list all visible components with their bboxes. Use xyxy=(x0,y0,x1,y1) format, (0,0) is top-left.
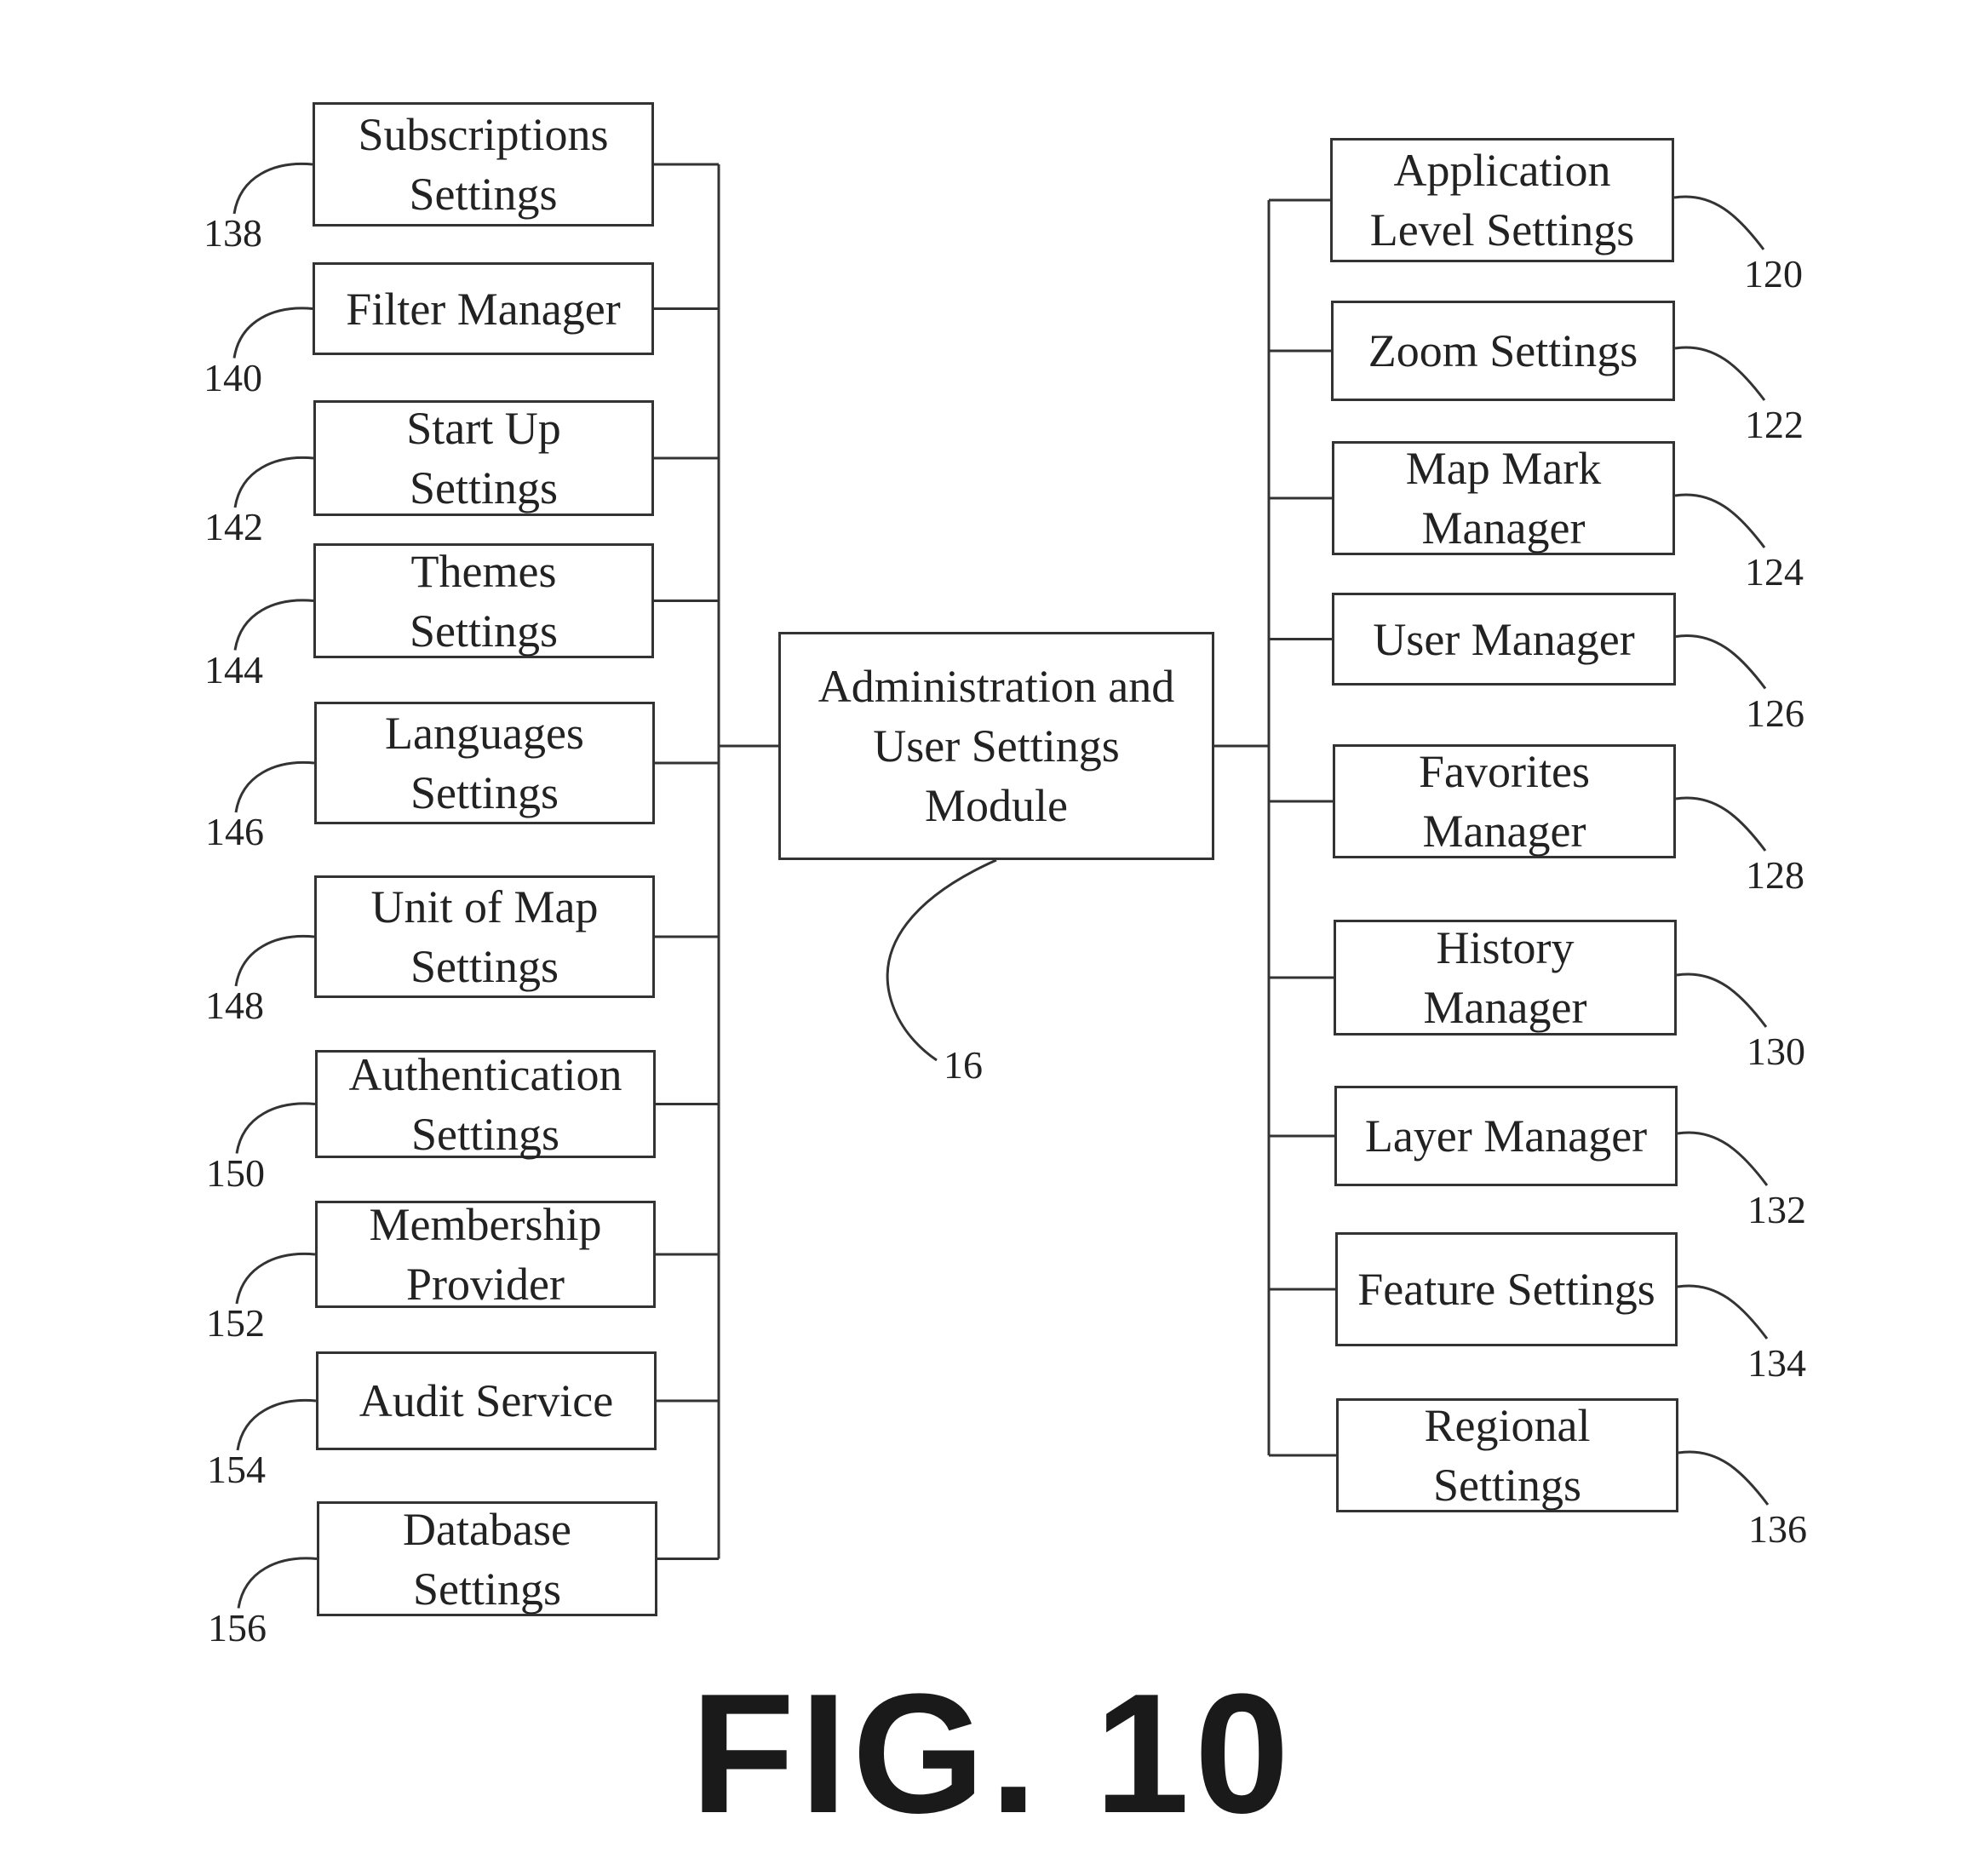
box-label-line: Settings xyxy=(410,458,558,518)
right-ref-leader-130 xyxy=(1677,974,1766,1027)
ref-number-16: 16 xyxy=(944,1046,983,1085)
ref-number-152: 152 xyxy=(206,1304,265,1343)
right-ref-leader-122 xyxy=(1675,347,1764,400)
ref-number-140: 140 xyxy=(204,359,262,398)
right-box-120: ApplicationLevel Settings xyxy=(1330,138,1674,262)
box-label-line: Settings xyxy=(410,763,559,823)
right-box-136: RegionalSettings xyxy=(1336,1398,1678,1512)
right-box-126: User Manager xyxy=(1332,593,1676,686)
left-box-142: Start UpSettings xyxy=(313,400,654,516)
figure-caption: FIG. 10 xyxy=(0,1669,1985,1839)
left-ref-leader-152 xyxy=(237,1254,315,1304)
box-label-line: Manager xyxy=(1424,978,1587,1037)
ref-number-148: 148 xyxy=(205,986,264,1025)
box-label-line: User Manager xyxy=(1373,610,1634,669)
ref-number-126: 126 xyxy=(1746,694,1804,733)
center-module-box: Administration andUser SettingsModule xyxy=(778,632,1214,860)
ref-number-132: 132 xyxy=(1747,1190,1806,1230)
left-box-150: AuthenticationSettings xyxy=(315,1050,656,1158)
ref-number-156: 156 xyxy=(208,1609,267,1648)
box-label-line: Provider xyxy=(406,1254,565,1314)
right-ref-leader-120 xyxy=(1674,197,1764,250)
ref-number-134: 134 xyxy=(1747,1344,1806,1383)
box-label-line: Settings xyxy=(410,937,559,996)
box-label-line: Administration and xyxy=(818,657,1174,716)
ref-number-122: 122 xyxy=(1745,405,1804,445)
box-label-line: Feature Settings xyxy=(1357,1259,1655,1319)
ref-number-146: 146 xyxy=(205,812,264,852)
center-ref-leader xyxy=(887,860,996,1060)
box-label-line: Audit Service xyxy=(359,1371,613,1431)
box-label-line: Membership xyxy=(370,1195,602,1254)
left-ref-leader-140 xyxy=(234,308,313,359)
box-label-line: Manager xyxy=(1422,498,1586,558)
ref-number-130: 130 xyxy=(1747,1032,1805,1071)
right-ref-leader-126 xyxy=(1676,635,1765,688)
box-label-line: Filter Manager xyxy=(346,279,620,339)
ref-number-128: 128 xyxy=(1746,856,1804,895)
right-ref-leader-128 xyxy=(1676,798,1765,851)
box-label-line: Settings xyxy=(409,164,557,224)
right-box-128: FavoritesManager xyxy=(1333,744,1676,858)
left-ref-leader-150 xyxy=(237,1104,315,1154)
box-label-line: Settings xyxy=(1433,1455,1581,1515)
box-label-line: Module xyxy=(925,776,1068,835)
right-ref-leader-134 xyxy=(1678,1286,1767,1339)
box-label-line: Favorites xyxy=(1419,742,1590,801)
left-box-146: LanguagesSettings xyxy=(314,702,655,824)
box-label-line: Manager xyxy=(1423,801,1586,861)
right-ref-leader-132 xyxy=(1678,1133,1767,1185)
left-ref-leader-154 xyxy=(238,1400,316,1450)
box-label-line: History xyxy=(1437,918,1575,978)
box-label-line: Database xyxy=(403,1500,571,1559)
right-box-124: Map MarkManager xyxy=(1332,441,1675,555)
box-label-line: Subscriptions xyxy=(358,105,608,164)
right-ref-leader-136 xyxy=(1678,1452,1768,1505)
right-box-134: Feature Settings xyxy=(1335,1232,1678,1346)
ref-number-154: 154 xyxy=(207,1450,266,1489)
box-label-line: Settings xyxy=(410,601,558,661)
left-box-154: Audit Service xyxy=(316,1351,657,1450)
box-label-line: Layer Manager xyxy=(1365,1106,1647,1166)
left-ref-leader-142 xyxy=(235,457,313,508)
box-label-line: Application xyxy=(1394,141,1611,200)
ref-number-142: 142 xyxy=(204,508,263,547)
box-label-line: Level Settings xyxy=(1370,200,1634,260)
ref-number-144: 144 xyxy=(204,651,263,690)
box-label-line: Languages xyxy=(385,703,584,763)
ref-number-150: 150 xyxy=(206,1154,265,1193)
right-box-130: HistoryManager xyxy=(1334,920,1677,1036)
left-ref-leader-138 xyxy=(234,164,313,214)
box-label-line: Settings xyxy=(411,1104,559,1164)
box-label-line: Map Mark xyxy=(1406,439,1601,498)
left-box-140: Filter Manager xyxy=(313,262,654,355)
ref-number-120: 120 xyxy=(1744,255,1803,294)
left-ref-leader-148 xyxy=(236,936,314,986)
box-label-line: Authentication xyxy=(349,1045,622,1104)
left-box-144: ThemesSettings xyxy=(313,543,654,658)
box-label-line: Themes xyxy=(411,542,557,601)
left-box-148: Unit of MapSettings xyxy=(314,875,655,998)
left-box-152: MembershipProvider xyxy=(315,1201,656,1308)
right-ref-leader-124 xyxy=(1675,495,1764,548)
box-label-line: Unit of Map xyxy=(371,877,599,937)
box-label-line: User Settings xyxy=(873,716,1120,776)
right-box-122: Zoom Settings xyxy=(1331,301,1675,401)
right-box-132: Layer Manager xyxy=(1334,1086,1678,1186)
left-ref-leader-144 xyxy=(235,600,313,651)
box-label-line: Zoom Settings xyxy=(1368,321,1638,381)
box-label-line: Settings xyxy=(413,1559,561,1619)
ref-number-136: 136 xyxy=(1748,1510,1807,1549)
box-label-line: Start Up xyxy=(406,399,561,458)
ref-number-138: 138 xyxy=(204,214,262,253)
left-ref-leader-156 xyxy=(238,1558,317,1609)
left-box-156: DatabaseSettings xyxy=(317,1501,657,1616)
box-label-line: Regional xyxy=(1425,1396,1591,1455)
left-box-138: SubscriptionsSettings xyxy=(313,102,654,227)
ref-number-124: 124 xyxy=(1745,553,1804,592)
left-ref-leader-146 xyxy=(236,762,314,812)
